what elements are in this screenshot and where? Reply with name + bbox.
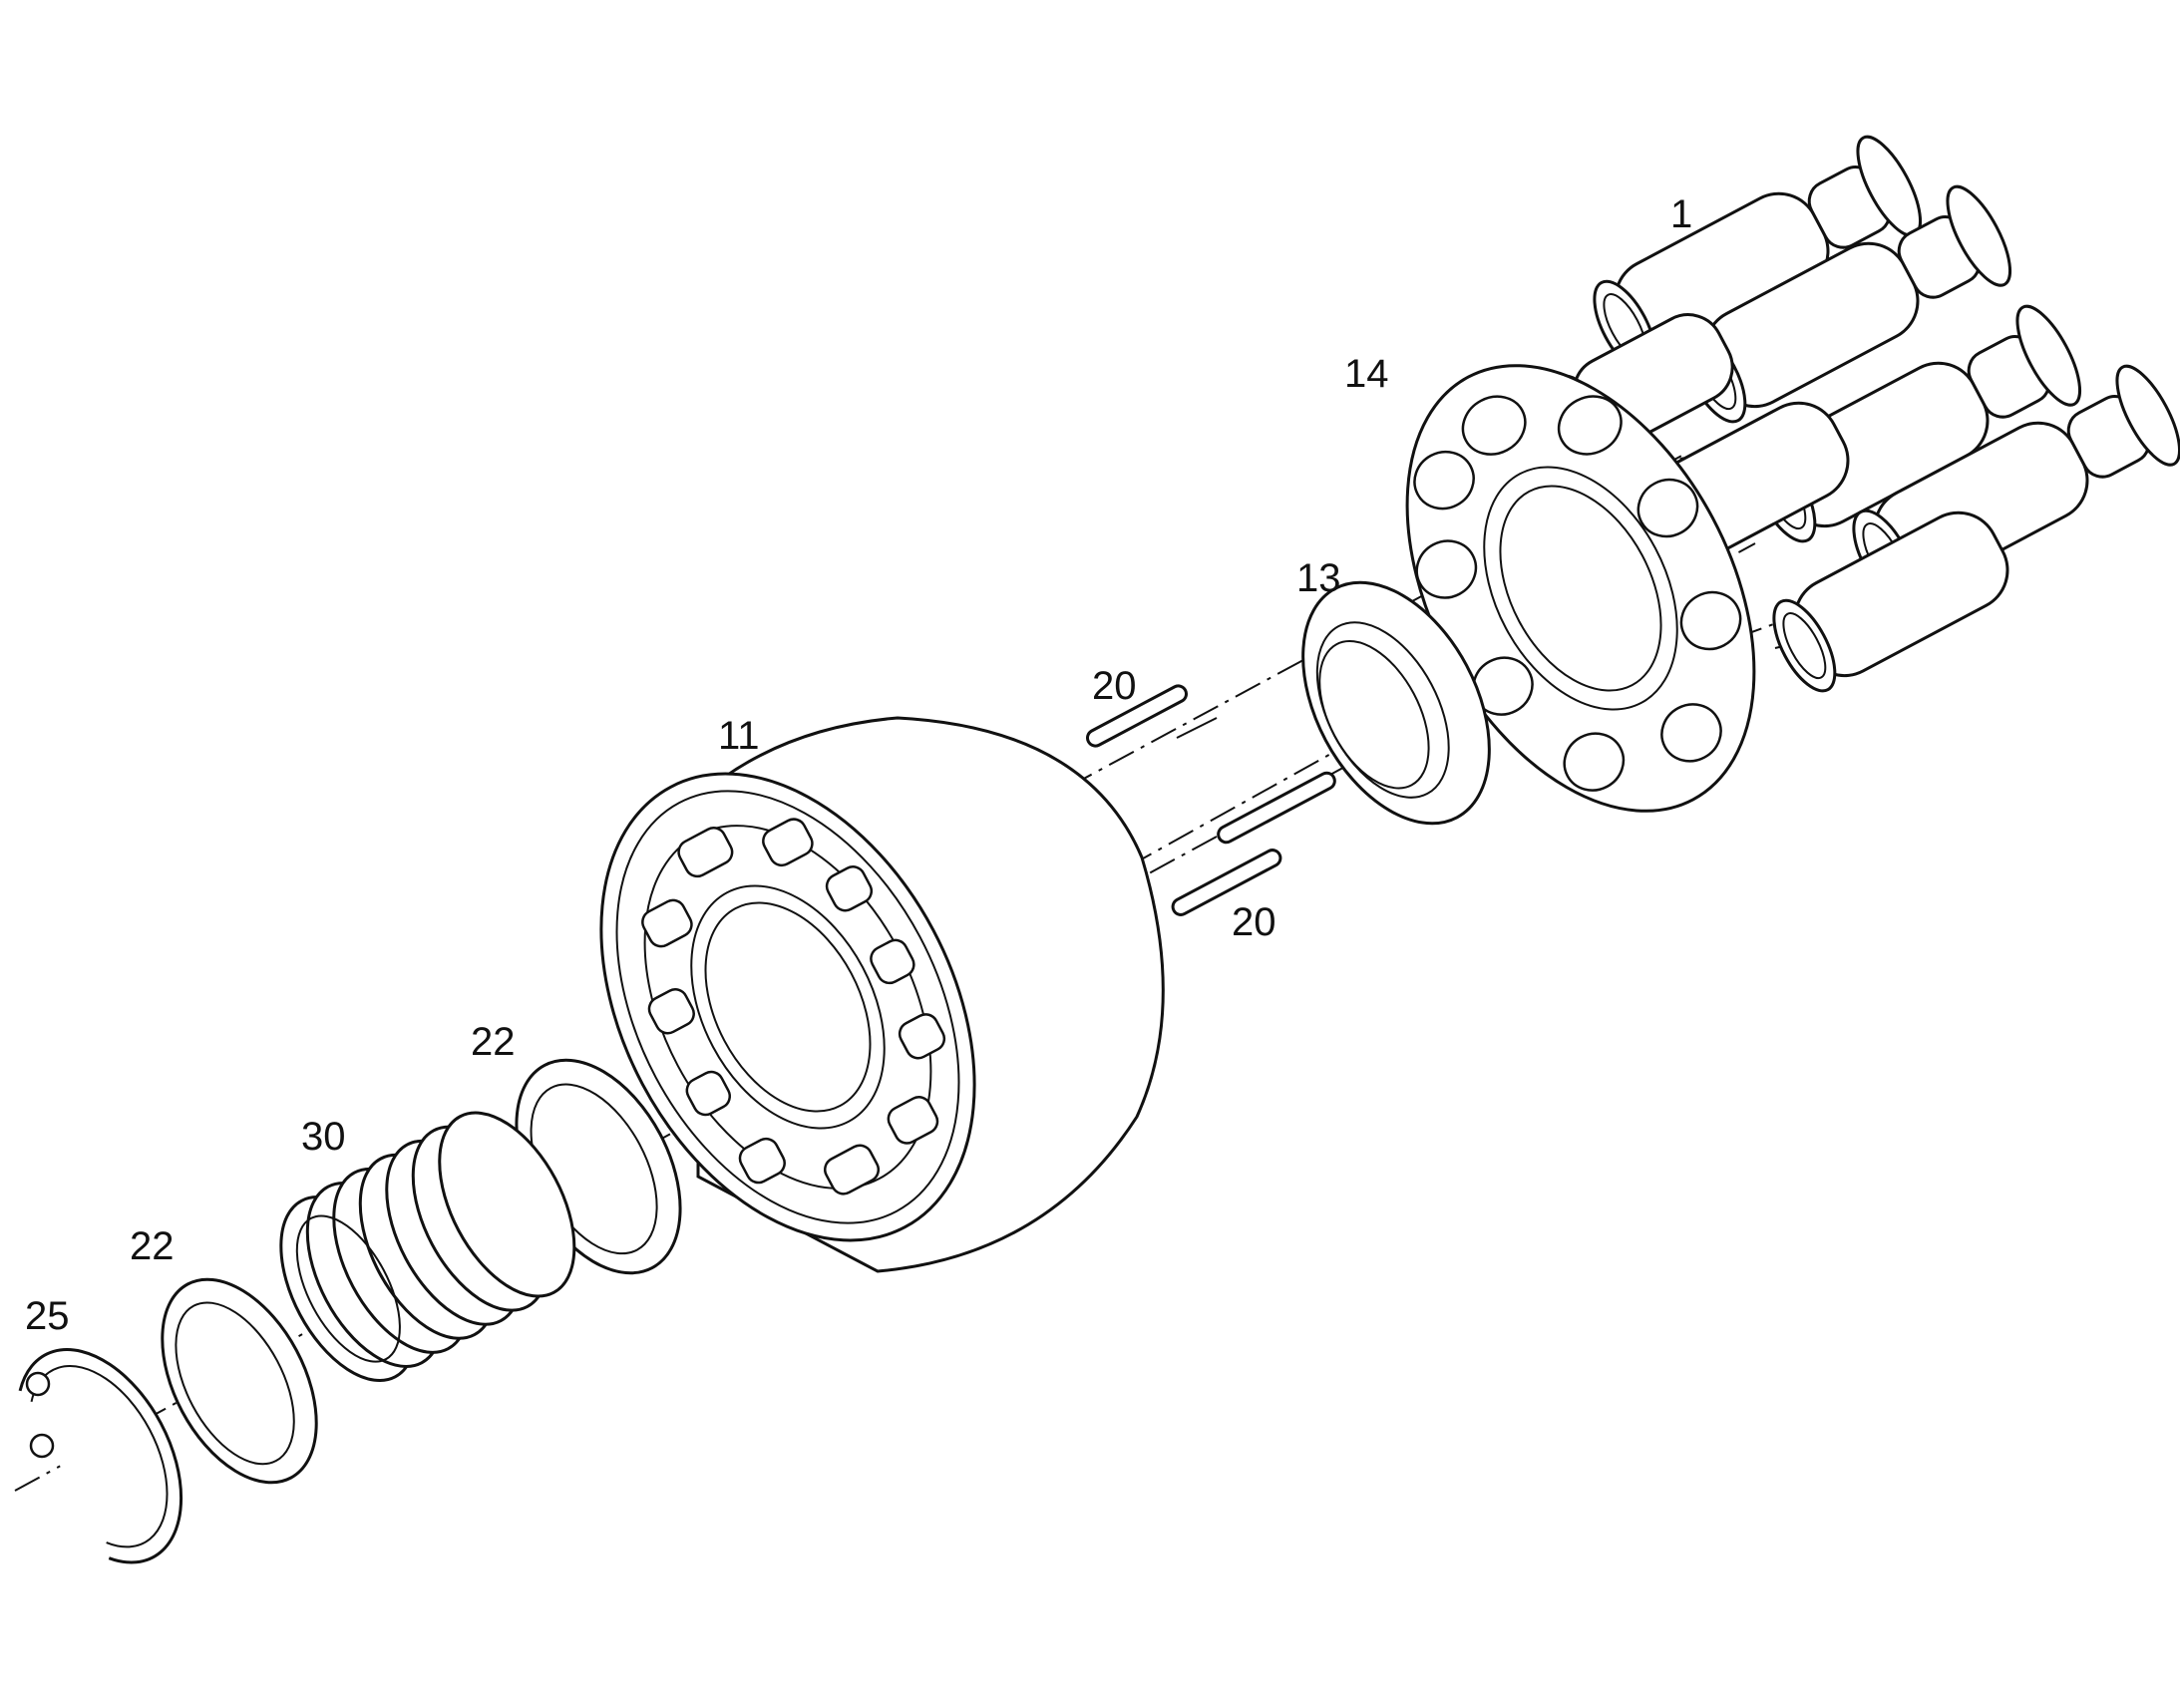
part-13-ball-guide	[1301, 580, 1491, 826]
part-22-washer-lower	[161, 1277, 318, 1485]
leader-lines	[1176, 717, 1218, 739]
callout-part-30: 30	[301, 1115, 346, 1159]
part-11-cylinder-block	[599, 716, 1165, 1273]
part-25-retaining-ring	[18, 1348, 183, 1564]
callout-part-14: 14	[1344, 352, 1389, 396]
callout-part-1: 1	[1670, 192, 1693, 236]
part-20-pins	[1086, 684, 1336, 916]
part-30-spring	[279, 1111, 576, 1383]
callout-part-25: 25	[25, 1294, 70, 1338]
callout-part-20-upper: 20	[1092, 664, 1137, 708]
callout-part-11: 11	[718, 714, 760, 758]
callout-part-13: 13	[1296, 556, 1341, 600]
callout-part-20-lower: 20	[1232, 900, 1276, 944]
callout-part-22-lower: 22	[130, 1224, 175, 1268]
callout-part-22-upper: 22	[471, 1020, 516, 1064]
part-14-retaining-plate	[1405, 364, 1756, 813]
